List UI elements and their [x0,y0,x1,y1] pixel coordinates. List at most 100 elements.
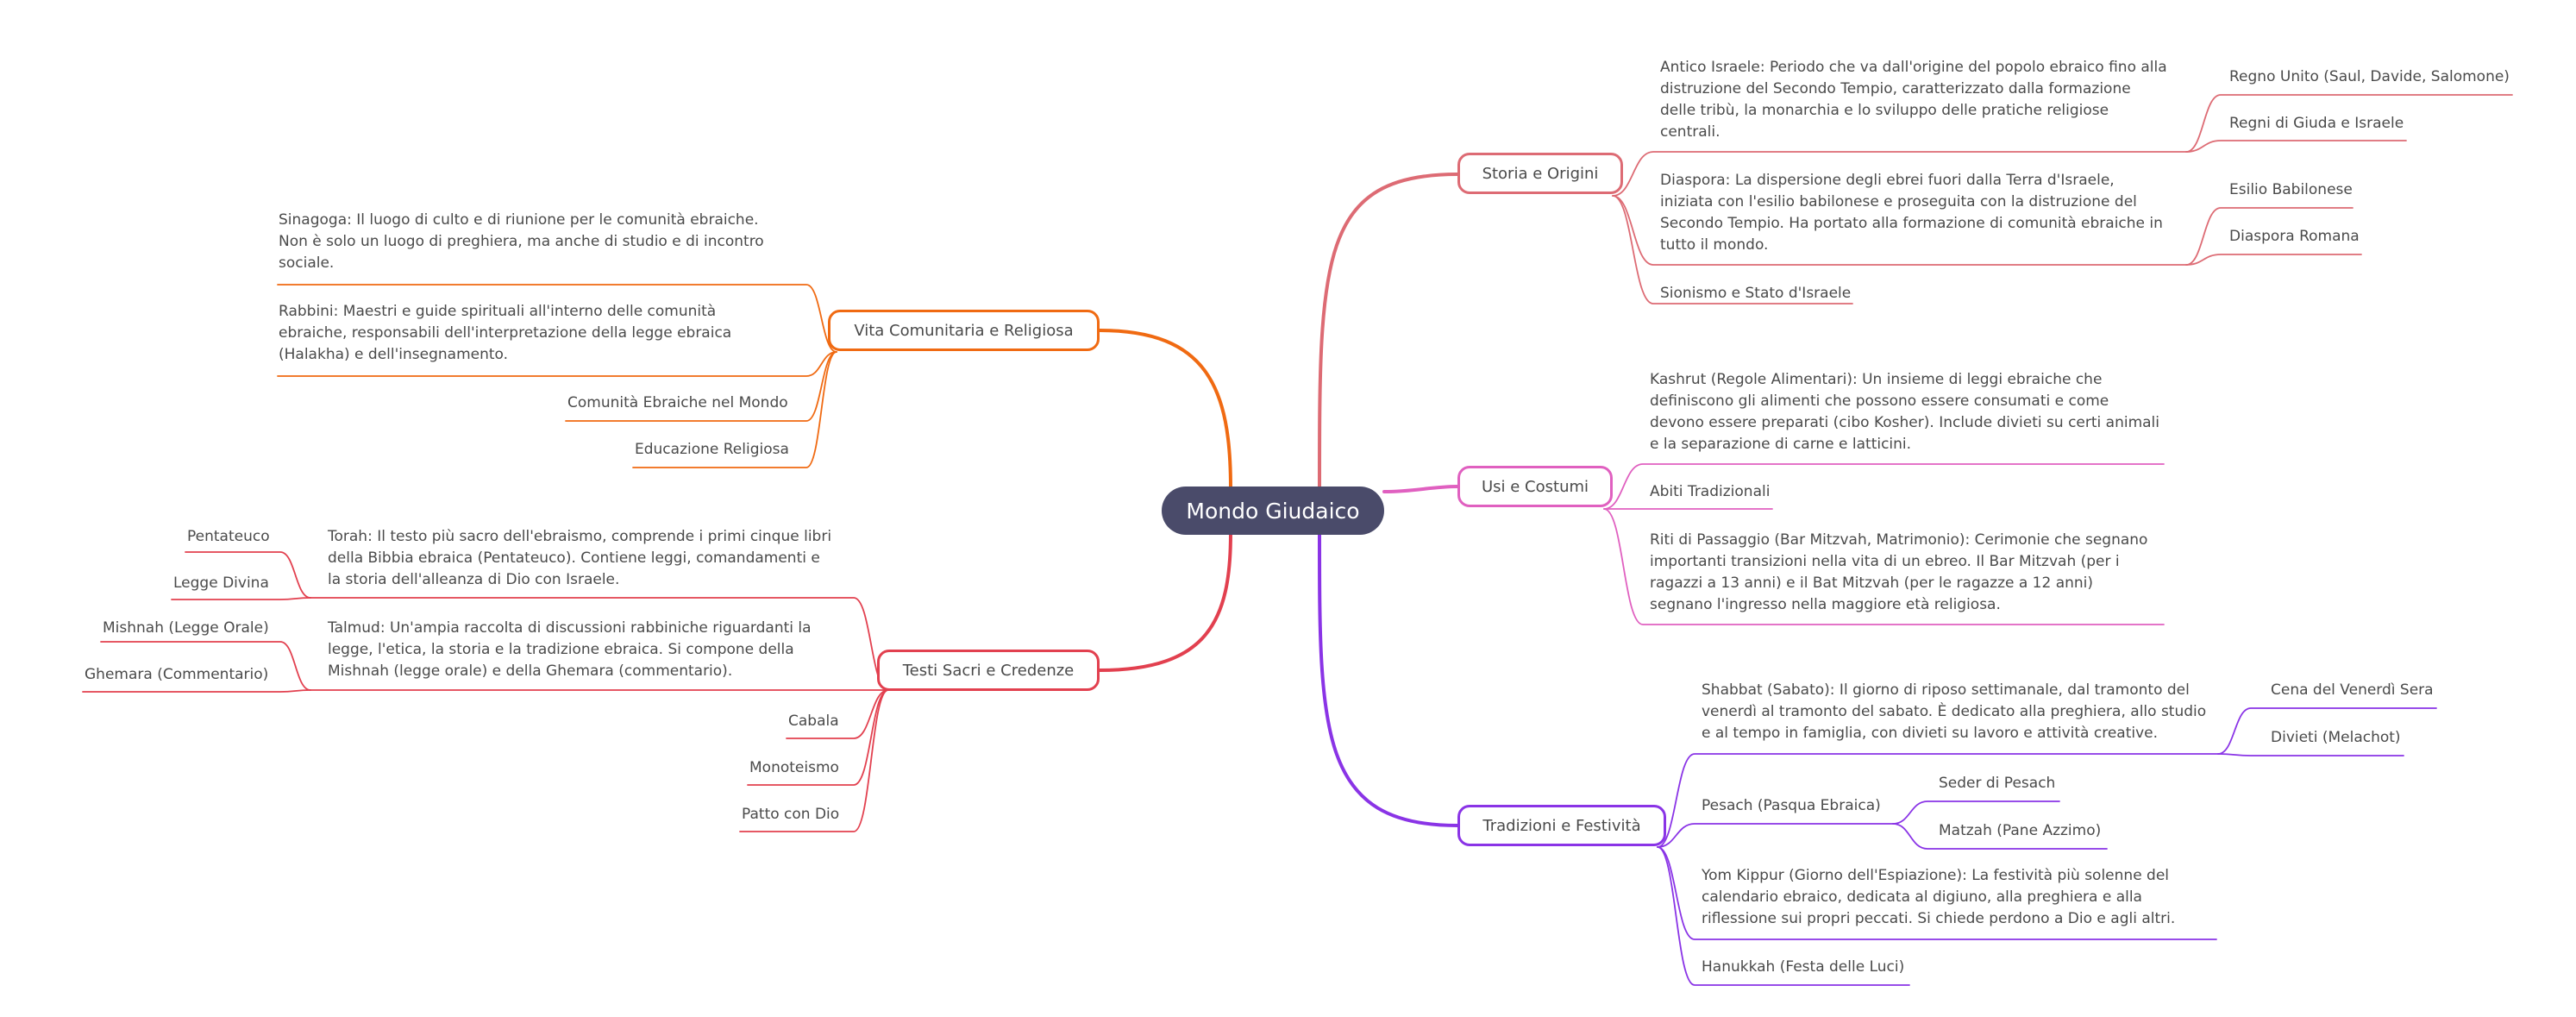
text-line: venerdì al tramonto del sabato. È dedica… [1702,703,2207,720]
link-matzah [1892,823,2108,850]
leaf-sinagoga[interactable]: Sinagoga: Il luogo di culto e di riunion… [279,210,764,274]
text-line: Non è solo un luogo di preghiera, ma anc… [279,233,764,250]
branch-testi-sacri-e-credenze[interactable]: Testi Sacri e Credenze [877,650,1100,691]
leaf-regni-giuda-israele[interactable]: Regni di Giuda e Israele [2229,115,2404,132]
leaf-seder-di-pesach[interactable]: Seder di Pesach [1939,775,2056,792]
link-comunita [565,351,837,422]
leaf-patto-con-dio[interactable]: Patto con Dio [742,806,840,823]
branch-tradizioni-e-festivita[interactable]: Tradizioni e Festività [1457,805,1666,846]
root-node[interactable]: Mondo Giudaico [1162,487,1384,535]
text-line: sociale. [279,254,335,272]
text-line: segnano l'ingresso nella maggiore età re… [1650,596,2001,613]
leaf-mishnah[interactable]: Mishnah (Legge Orale) [103,619,269,637]
leaf-kashrut[interactable]: Kashrut (Regole Alimentari): Un insieme … [1650,369,2159,455]
text-line: ebraiche, responsabili dell'interpretazi… [279,324,732,342]
leaf-cabala[interactable]: Cabala [788,713,839,730]
leaf-matzah[interactable]: Matzah (Pane Azzimo) [1939,822,2102,839]
link-root-storia [1318,173,1459,490]
branch-vita-comunitaria-e-religiosa[interactable]: Vita Comunitaria e Religiosa [828,310,1100,351]
leaf-comunita-ebraiche[interactable]: Comunità Ebraiche nel Mondo [567,394,788,411]
link-root-testi [1098,531,1232,672]
link-divieti [2217,753,2404,756]
text-line: Kashrut (Regole Alimentari): Un insieme … [1650,371,2103,388]
link-rabbini [277,351,837,377]
link-ghemara [82,689,311,693]
leaf-shabbat[interactable]: Shabbat (Sabato): Il giorno di riposo se… [1702,680,2206,744]
leaf-abiti-tradizionali[interactable]: Abiti Tradizionali [1650,483,1771,500]
link-pesach [1657,823,1894,848]
text-line: Riti di Passaggio (Bar Mitzvah, Matrimon… [1650,531,2148,549]
leaf-educazione-religiosa[interactable]: Educazione Religiosa [635,441,789,458]
text-line: definiscono gli alimenti che possono ess… [1650,392,2109,410]
leaf-pentateuco[interactable]: Pentateuco [187,528,270,545]
leaf-cena-venerdi[interactable]: Cena del Venerdì Sera [2271,681,2434,699]
leaf-esilio-babilonese[interactable]: Esilio Babilonese [2229,181,2353,198]
text-line: Antico Israele: Periodo che va dall'orig… [1660,59,2167,76]
link-patto [739,689,889,832]
text-line: Shabbat (Sabato): Il giorno di riposo se… [1702,681,2190,699]
link-antico [1612,151,2187,197]
text-line: riflessione sui propri peccati. Si chied… [1702,910,2176,927]
link-cabala [786,689,889,739]
leaf-torah[interactable]: Torah: Il testo più sacro dell'ebraismo,… [328,526,831,591]
text-line: Secondo Tempio. Ha portato alla formazio… [1660,215,2163,232]
text-line: Talmud: Un'ampia raccolta di discussioni… [328,619,812,637]
text-line: Diaspora: La dispersione degli ebrei fuo… [1660,172,2115,189]
leaf-hanukkah[interactable]: Hanukkah (Festa delle Luci) [1702,958,1905,976]
leaf-diaspora[interactable]: Diaspora: La dispersione degli ebrei fuo… [1660,170,2163,256]
link-hanukkah [1657,846,1910,986]
text-line: e al tempo in famiglia, con divieti su l… [1702,725,2159,742]
link-educazione [632,351,837,468]
leaf-riti-di-passaggio[interactable]: Riti di Passaggio (Bar Mitzvah, Matrimon… [1650,530,2147,616]
leaf-legge-divina[interactable]: Legge Divina [173,574,269,592]
link-regno-unito [2185,94,2513,153]
branch-usi-e-costumi[interactable]: Usi e Costumi [1457,466,1613,507]
link-monoteismo [747,689,889,786]
link-mishnah [100,641,311,691]
link-yomkippur [1657,846,2217,940]
link-diaspora [1612,195,2187,266]
leaf-divieti-melachot[interactable]: Divieti (Melachot) [2271,729,2401,746]
link-legge-divina [171,597,311,600]
text-line: iniziata con l'esilio babilonese e prose… [1660,193,2137,210]
leaf-ghemara[interactable]: Ghemara (Commentario) [85,666,269,683]
leaf-rabbini[interactable]: Rabbini: Maestri e guide spirituali all'… [279,301,731,366]
leaf-regno-unito[interactable]: Regno Unito (Saul, Davide, Salomone) [2229,68,2510,85]
text-line: (Halakha) e dell'insegnamento. [279,346,509,363]
text-line: calendario ebraico, dedicata al digiuno,… [1702,888,2142,906]
leaf-sionismo[interactable]: Sionismo e Stato d'Israele [1660,285,1852,302]
text-line: devono essere preparati (cibo Kosher). I… [1650,414,2159,431]
link-seder [1892,800,2060,825]
text-line: tutto il mondo. [1660,236,1769,254]
text-line: ragazzi a 13 anni) e il Bat Mitzvah (per… [1650,574,2094,592]
text-line: della Bibbia ebraica (Pentateuco). Conti… [328,549,820,567]
link-kashrut [1603,463,2165,510]
link-root-tradizioni [1318,531,1459,827]
link-riti [1603,508,2165,625]
text-line: e la separazione di carne e latticini. [1650,436,1912,453]
link-root-usi [1382,485,1459,493]
leaf-pesach[interactable]: Pesach (Pasqua Ebraica) [1702,797,1881,814]
text-line: importanti transizioni nella vita di un … [1650,553,2120,570]
text-line: legge, l'etica, la storia e la tradizion… [328,641,794,658]
text-line: Yom Kippur (Giorno dell'Espiazione): La … [1702,867,2170,884]
leaf-antico-israele[interactable]: Antico Israele: Periodo che va dall'orig… [1660,57,2167,143]
text-line: centrali. [1660,123,1720,141]
link-cena [2217,707,2437,755]
leaf-talmud[interactable]: Talmud: Un'ampia raccolta di discussioni… [328,618,812,682]
text-line: la storia dell'alleanza di Dio con Israe… [328,571,620,588]
text-line: distruzione del Secondo Tempio, caratter… [1660,80,2131,97]
link-diaspora-romana [2185,254,2362,266]
link-sionismo [1612,195,1853,304]
link-sinagoga [277,284,837,353]
link-pentateuco [185,551,311,599]
branch-storia-e-origini[interactable]: Storia e Origini [1457,153,1623,194]
link-shabbat [1657,753,2219,848]
text-line: Mishnah (legge orale) e della Ghemara (c… [328,662,733,680]
leaf-diaspora-romana[interactable]: Diaspora Romana [2229,228,2360,245]
leaf-monoteismo[interactable]: Monoteismo [749,759,839,776]
leaf-yom-kippur[interactable]: Yom Kippur (Giorno dell'Espiazione): La … [1702,865,2175,930]
text-line: Sinagoga: Il luogo di culto e di riunion… [279,211,759,229]
